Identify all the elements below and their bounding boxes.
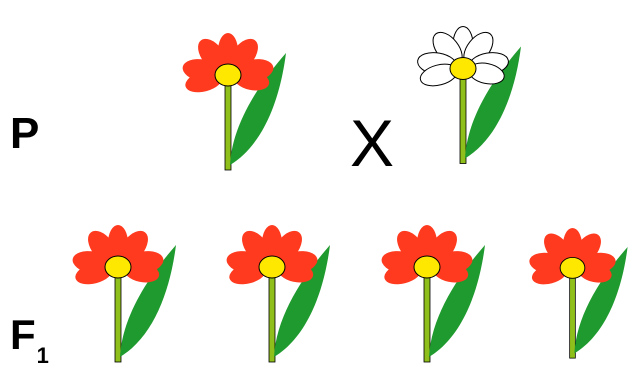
flower-center — [105, 256, 131, 278]
stem — [570, 268, 576, 358]
flower-center — [414, 256, 440, 278]
flower-center — [450, 58, 476, 80]
flower-center — [560, 257, 585, 278]
cross-symbol: X — [350, 110, 394, 176]
stem — [424, 267, 430, 362]
stem — [225, 75, 231, 170]
stem — [115, 267, 121, 362]
offspring-flower-4 — [506, 207, 639, 362]
flower-center — [215, 64, 241, 86]
parent-flower-red — [158, 15, 298, 170]
stem — [460, 69, 466, 164]
parent-flower-white — [393, 6, 533, 166]
offspring-flower-1 — [48, 207, 188, 362]
filial-generation-label: F1 — [10, 314, 49, 363]
parental-generation-label: P — [10, 112, 39, 156]
flower-center — [259, 256, 285, 278]
stem — [269, 267, 275, 362]
offspring-flower-3 — [357, 207, 497, 362]
offspring-flower-2 — [202, 207, 342, 362]
